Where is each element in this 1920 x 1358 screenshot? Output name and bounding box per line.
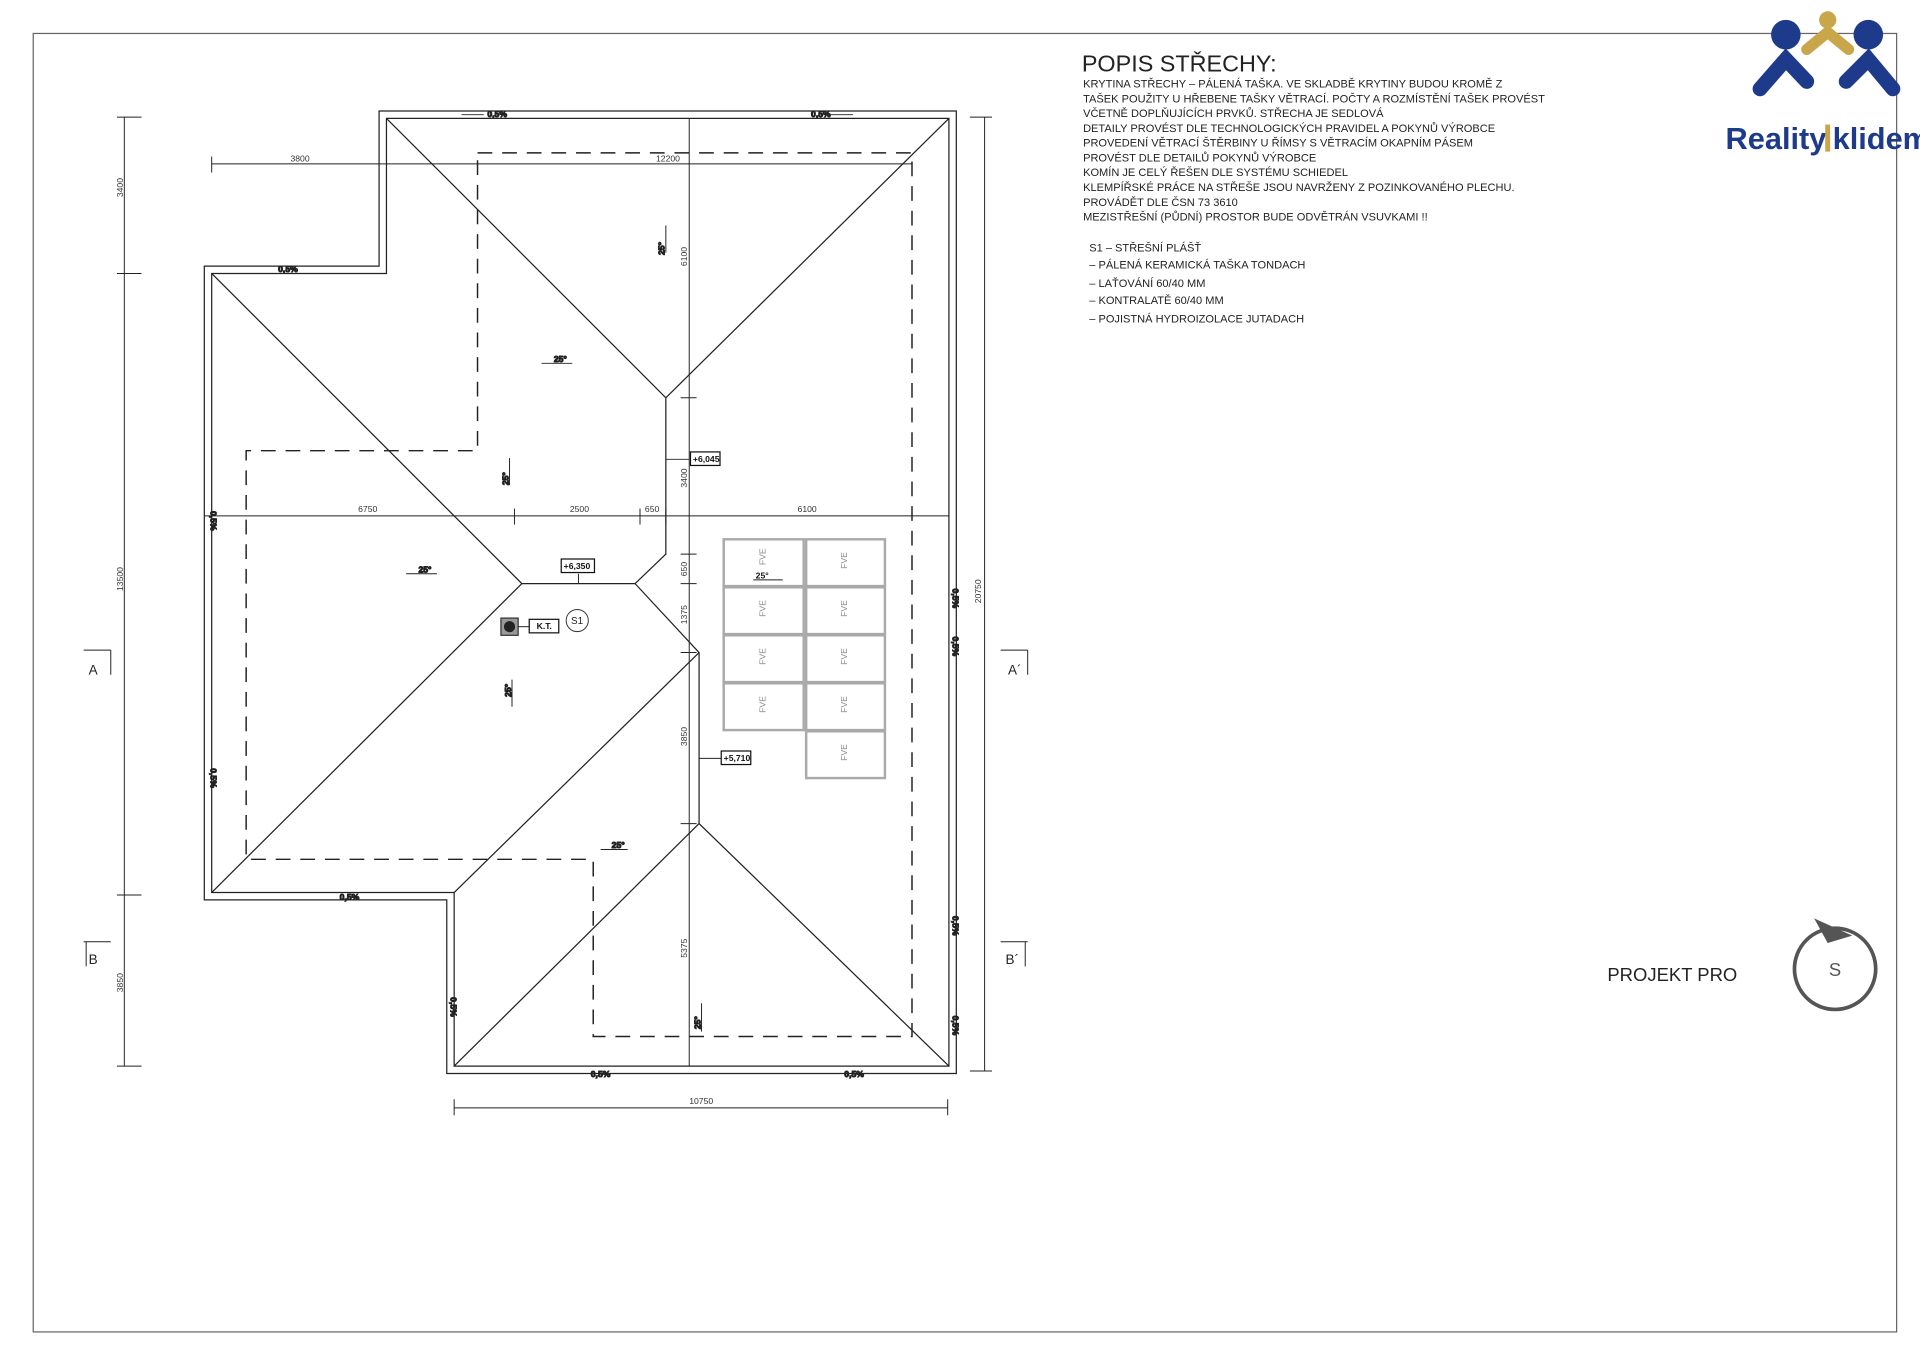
project-label: PROJEKT PRO [1607,964,1737,985]
chimney-label: K.T. [537,621,552,631]
gutter-slope: 0,5% [951,1016,961,1036]
section-a: A [89,663,98,678]
sheet-frame [32,32,1898,1333]
dim-center-2: 3400 [679,468,689,487]
stamp-letter: S [1829,959,1841,980]
roof-slope: 25° [503,683,513,697]
dim-mid-1: 6750 [358,504,377,514]
gutter-slope: 0,5% [208,511,218,531]
note-line: PROVÁDĚT DLE ČSN 73 3610 [1083,196,1238,209]
dim-top-2: 12200 [656,153,680,163]
dim-mid-3: 650 [645,504,660,514]
gutter-slope: 0,5% [951,916,961,936]
section-b-prime: B´ [1006,952,1020,967]
dim-bottom: 10750 [689,1096,713,1106]
elevation-ridge: +6,045 [693,454,720,464]
reality-klidem-logo: Reality klidem [1726,11,1920,156]
dim-center-3: 650 [679,562,689,577]
notes-title: POPIS STŘECHY: [1082,51,1277,77]
dimension-labels: 3400 13500 3850 20750 10750 3800 12200 6… [115,153,983,1106]
north-stamp: S [1792,918,1878,1012]
dim-top-1: 3800 [290,153,309,163]
dim-center-5: 3850 [679,727,689,746]
roof-slope: 25° [657,241,667,255]
gutter-slope: 0,5% [951,589,961,609]
layer-item: – KONTRALATĚ 60/40 MM [1089,294,1223,307]
pv-panel-array: FVE FVE FVE FVE FVE FVE FVE FVE FVE 25° [722,538,887,780]
section-marks: A A´ B B´ [83,649,1029,967]
pv-panel-label: FVE [758,548,768,565]
gutter-slope: 0,5% [340,892,360,902]
pv-panel-label: FVE [758,648,768,665]
roof-slope: 25° [554,354,568,364]
layer-title: S1 – STŘEŠNÍ PLÁŠŤ [1089,241,1201,254]
dim-left-2: 13500 [115,567,125,591]
note-line: TAŠEK POUŽITY U HŘEBENE TAŠKY VĚTRACÍ. P… [1083,92,1545,105]
roof-slope: 25° [500,472,510,486]
note-line: MEZISTŘEŠNÍ (PŮDNÍ) PROSTOR BUDE ODVĚTRÁ… [1083,211,1428,224]
pv-panel-label: FVE [839,600,849,617]
gutter-slope: 0,5% [591,1069,611,1079]
dimension-lines [116,116,992,1116]
pv-panel-label: FVE [839,696,849,713]
gutter-slope: 0,5% [951,637,961,657]
logo-text-left: Reality [1726,121,1827,156]
dim-mid-4: 6100 [798,504,817,514]
logo-text-right: klidem [1833,121,1920,156]
note-line: VČETNĚ DOPLŇUJÍCÍCH PRVKŮ. STŘECHA JE SE… [1083,107,1384,120]
elevation-tags: +6,045 +6,350 +5,710 [560,451,752,766]
note-line: KRYTINA STŘECHY – PÁLENÁ TAŠKA. VE SKLAD… [1083,78,1503,91]
chimney: K.T. S1 [500,608,589,636]
elevation-top: +6,350 [564,561,591,571]
note-line: KLEMPÍŘSKÉ PRÁCE NA STŘEŠE JSOU NAVRŽENY… [1083,181,1515,194]
note-line: KOMÍN JE CELÝ ŘEŠEN DLE SYSTÉMU SCHIEDEL [1083,166,1348,179]
section-a-prime: A´ [1008,663,1022,678]
gutter-slope-labels: 0,5% 0,5% 0,5% 0,5% 0,5% 0,5% 0,5% 0,5% … [208,109,961,1080]
roof-slope: 25° [418,565,432,575]
gutter-slope: 0,5% [811,109,831,119]
note-line: DETAILY PROVÉST DLE TECHNOLOGICKÝCH PRAV… [1083,122,1495,135]
gutter-slope: 0,5% [208,768,218,788]
elevation-lower: +5,710 [724,753,751,763]
layer-item: – LAŤOVÁNÍ 60/40 MM [1089,277,1205,290]
pv-panel-label: FVE [839,552,849,569]
gutter-slope: 0,5% [844,1069,864,1079]
note-line: PROVEDENÍ VĚTRACÍ ŠTĚRBINY U ŘÍMSY S VĚT… [1083,137,1473,150]
roof-slope-arrows: 25° 25° 25° 25° 25° 25° 25° [406,225,703,1032]
roof-slope: 25° [612,840,626,850]
ridge-and-hip-lines [211,117,950,1067]
dim-right: 20750 [973,579,983,603]
gutter-slope: 0,5% [278,264,298,274]
pv-panel-label: FVE [758,600,768,617]
layer-item: – PÁLENÁ KERAMICKÁ TAŠKA TONDACH [1089,259,1305,272]
dim-left-3: 3850 [115,973,125,992]
gutter-slope: 0,5% [448,997,458,1017]
roof-description: POPIS STŘECHY: KRYTINA STŘECHY – PÁLENÁ … [1082,51,1545,326]
section-b: B [89,952,98,967]
dim-center-6: 5375 [679,938,689,957]
dim-left-1: 3400 [115,178,125,197]
gutter-slope: 0,5% [487,109,507,119]
dim-center-1: 6100 [679,247,689,266]
dim-mid-2: 2500 [570,504,589,514]
pv-panel-label: FVE [839,744,849,761]
pv-panel-label: FVE [758,696,768,713]
layer-item: – POJISTNÁ HYDROIZOLACE JUTADACH [1089,313,1304,326]
note-line: PROVÉST DLE DETAILŮ POKYNŮ VÝROBCE [1083,151,1316,164]
roof-slope: 25° [692,1016,702,1030]
layer-marker: S1 [571,616,583,627]
dim-center-4: 1375 [679,605,689,624]
roof-slope: 25° [756,571,770,581]
pv-panel-label: FVE [839,648,849,665]
